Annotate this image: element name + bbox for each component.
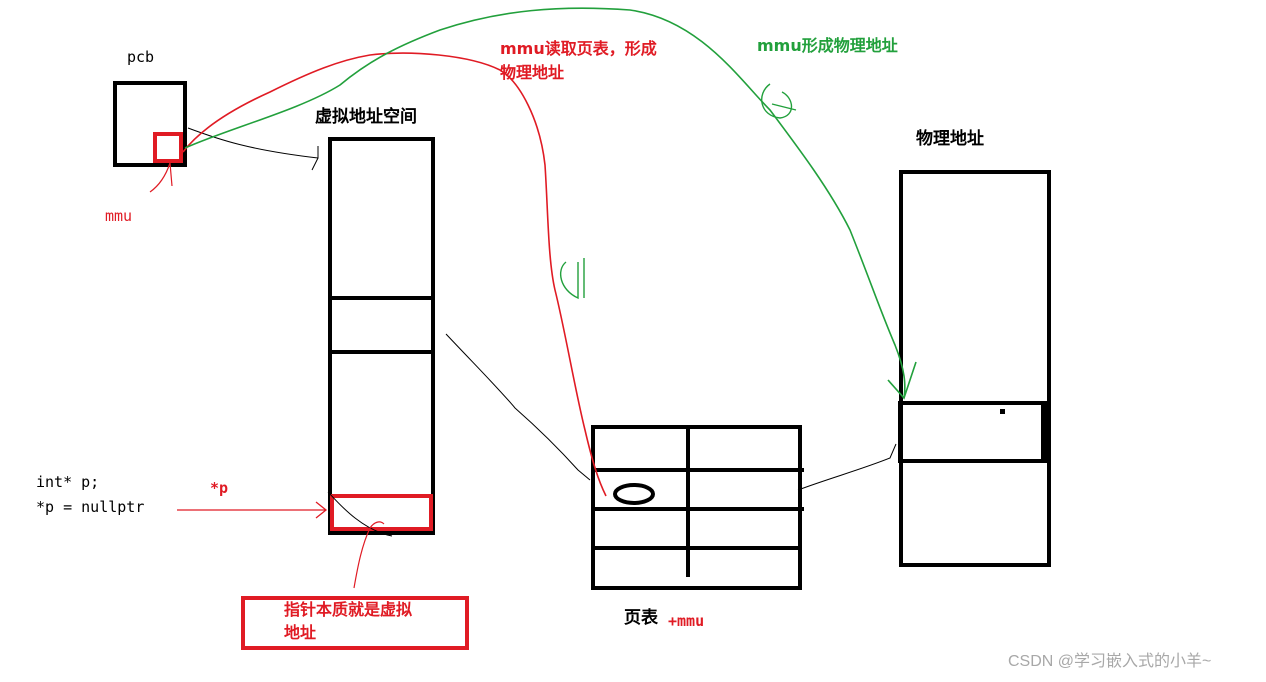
pointer-note-line1: 指针本质就是虚拟 <box>284 600 413 619</box>
code-line-1: int* p; <box>36 473 100 491</box>
mmu-read-label-line1: mmu读取页表，形成 <box>500 39 657 58</box>
mmu-pointer-line <box>149 162 173 193</box>
physical-frame <box>898 401 1048 463</box>
deref-arrow <box>177 501 328 519</box>
pcb-mmu-register <box>153 132 183 163</box>
mmu-form-label: mmu形成物理地址 <box>757 36 898 55</box>
deref-label: *p <box>210 479 229 497</box>
mmu-read-label-line2: 物理地址 <box>500 63 565 82</box>
note-to-pointer-line <box>353 521 385 589</box>
physical-label: 物理地址 <box>916 129 984 149</box>
mmu-form-physical-arrow <box>184 7 906 399</box>
pcb-box <box>113 81 187 167</box>
page-table-entry-mark <box>613 483 655 505</box>
step-one-mark <box>559 258 585 300</box>
pointer-slot <box>330 494 433 531</box>
page-table-label: 页表 <box>624 608 658 628</box>
pcb-label: pcb <box>127 48 155 66</box>
code-line-2: *p = nullptr <box>36 498 145 516</box>
page-table-mmu-label: +mmu <box>668 612 705 630</box>
mmu-label: mmu <box>105 207 133 225</box>
pointer-slot-mark <box>327 491 393 537</box>
physical-arrow-head <box>887 361 917 400</box>
step-two-mark <box>761 83 797 119</box>
physical-frame-dot <box>1000 409 1005 414</box>
virtual-to-pagetable-connector <box>445 333 591 481</box>
pointer-note-box <box>241 596 469 650</box>
virtual-address-space-box <box>328 137 435 535</box>
watermark: CSDN @学习嵌入式的小羊~ <box>1008 653 1212 670</box>
virtual-space-label: 虚拟地址空间 <box>315 107 417 127</box>
pagetable-to-physical-connector <box>797 443 897 491</box>
mmu-read-pagetable-arrow <box>182 52 607 497</box>
pointer-note-line2: 地址 <box>284 623 317 642</box>
physical-memory-box <box>899 170 1051 567</box>
pcb-to-virtual-connector <box>187 127 319 171</box>
